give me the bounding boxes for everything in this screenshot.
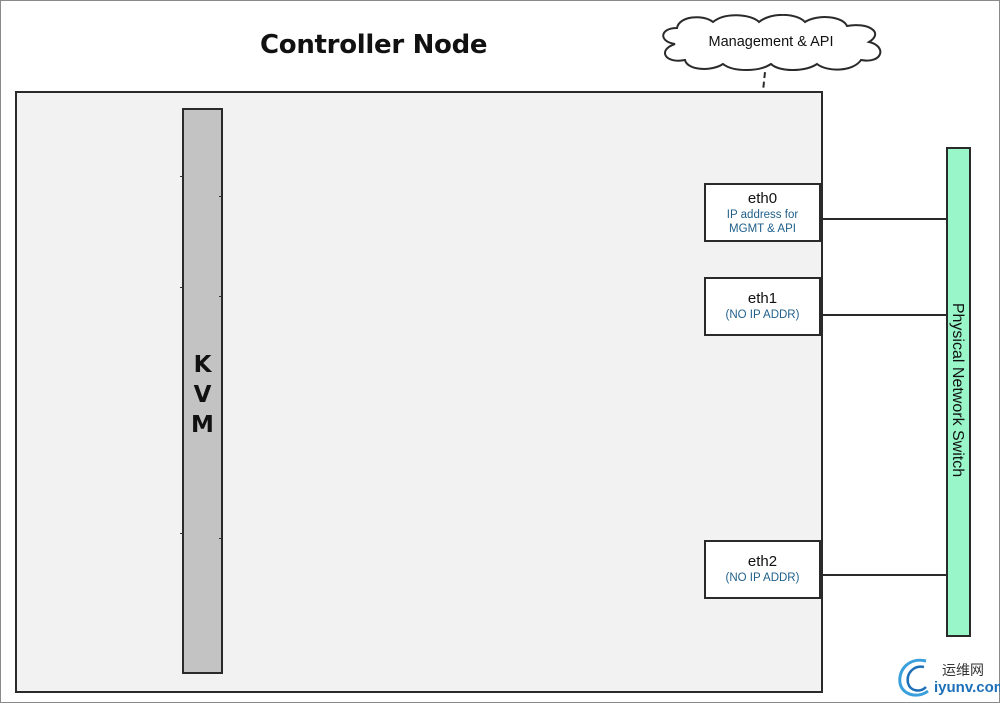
- interface-eth1: eth1 (NO IP ADDR): [704, 277, 821, 336]
- kvm-label: K V M: [184, 350, 221, 440]
- controller-node-box: [15, 91, 823, 693]
- kvm-tick: [219, 196, 222, 197]
- kvm-tick: [180, 533, 183, 534]
- interface-name: eth1: [747, 290, 778, 307]
- interface-eth2: eth2 (NO IP ADDR): [704, 540, 821, 599]
- kvm-tick: [219, 296, 222, 297]
- kvm-tick: [180, 176, 183, 177]
- cloud-label: Management & API: [708, 34, 834, 50]
- watermark-cn: 运维网: [942, 663, 984, 679]
- kvm-tick: [180, 287, 183, 288]
- interface-name: eth0: [747, 190, 778, 207]
- diagram-title: Controller Node: [260, 30, 488, 60]
- kvm-letter: M: [191, 412, 214, 438]
- eth1-link: [819, 314, 947, 316]
- physical-network-switch: [946, 147, 971, 637]
- interface-desc: (NO IP ADDR): [725, 572, 800, 584]
- interface-desc: IP address for: [726, 209, 799, 221]
- cloud-shape: [662, 14, 882, 71]
- kvm-letter: V: [193, 382, 212, 408]
- kvm-tick: [219, 538, 222, 539]
- interface-name: eth2: [747, 553, 778, 570]
- interface-desc: (NO IP ADDR): [725, 309, 800, 321]
- swirl-logo-icon: [898, 658, 929, 697]
- kvm-letter: K: [193, 352, 212, 378]
- interface-eth0: eth0 IP address for MGMT & API: [704, 183, 821, 242]
- kvm-bar: K V M: [182, 108, 223, 674]
- eth0-link: [819, 218, 947, 220]
- interface-desc: MGMT & API: [729, 223, 796, 235]
- watermark-en: iyunv.com: [934, 679, 1000, 696]
- eth2-link: [819, 574, 947, 576]
- switch-label: Physical Network Switch: [949, 302, 966, 478]
